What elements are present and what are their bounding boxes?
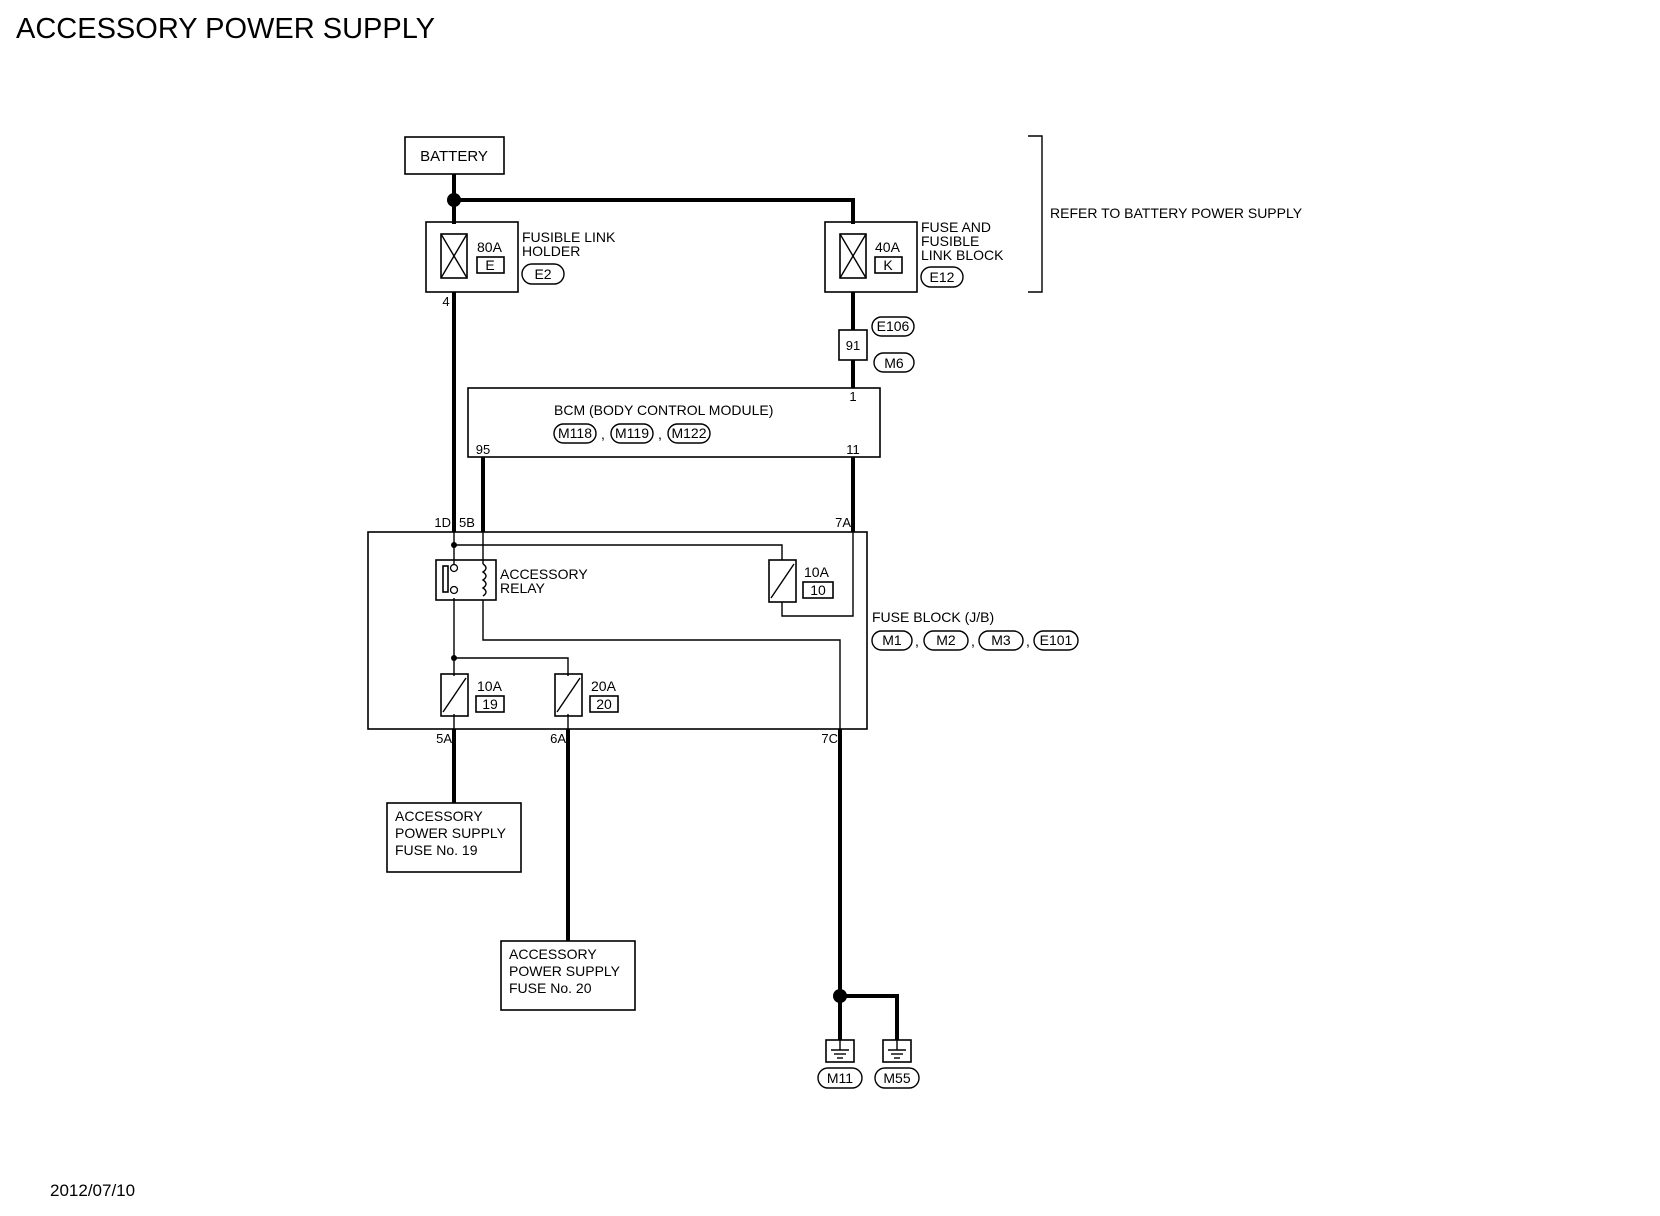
battery-label: BATTERY [420, 148, 488, 165]
fuse-block-label-3: LINK BLOCK [921, 247, 1004, 263]
fuse-20-number: 20 [596, 696, 612, 712]
fuse-19-number: 19 [482, 696, 498, 712]
fuse-block-splice-top [451, 542, 457, 548]
fuse-10-rating: 10A [804, 564, 830, 580]
relay-label-2: RELAY [500, 580, 546, 596]
connector-e2: E2 [534, 266, 551, 282]
fuse-10-number: 10 [810, 582, 826, 598]
connector-m119: M119 [615, 425, 649, 441]
connector-m122: M122 [671, 425, 706, 441]
output-fuse-20-line-1: ACCESSORY [509, 946, 597, 962]
fuse-10: 10A 10 [768, 559, 834, 603]
connector-m6: M6 [884, 355, 904, 371]
output-fuse-19: ACCESSORY POWER SUPPLY FUSE No. 19 [386, 802, 522, 873]
pin-5a: 5A [436, 731, 452, 746]
bcm-sep-1: , [601, 426, 605, 442]
pin-91: 91 [846, 338, 860, 353]
ground-splice [833, 989, 847, 1003]
pin-7c: 7C [821, 731, 838, 746]
fuse-19-rating: 10A [477, 678, 503, 694]
bcm-pin-1: 1 [849, 389, 856, 404]
ground-m55: M55 [874, 1039, 920, 1089]
fuse-20: 20A 20 [554, 673, 619, 717]
output-fuse-19-line-2: POWER SUPPLY [395, 825, 507, 841]
intermediate-connector: 91 E106 M6 [838, 316, 915, 373]
connector-m3: M3 [991, 632, 1011, 648]
fusible-link-holder: 80A E FUSIBLE LINK HOLDER E2 4 [425, 221, 616, 309]
refer-bracket: REFER TO BATTERY POWER SUPPLY [1028, 135, 1303, 293]
bcm-sep-2: , [658, 426, 662, 442]
output-fuse-20-line-2: POWER SUPPLY [509, 963, 621, 979]
page-title: ACCESSORY POWER SUPPLY [16, 13, 435, 45]
fuse-40a-code: K [883, 257, 893, 273]
bcm-pin-11: 11 [846, 442, 860, 457]
pin-1d: 1D [434, 515, 451, 530]
pin-7a: 7A [835, 515, 851, 530]
accessory-relay: ACCESSORY RELAY [435, 559, 588, 601]
fusible-link-holder-label-2: HOLDER [522, 243, 580, 259]
fuse-80a-code: E [485, 257, 494, 273]
fuse-block-label-2: FUSIBLE [921, 233, 979, 249]
battery: BATTERY [404, 136, 505, 175]
output-fuse-19-line-3: FUSE No. 19 [395, 842, 478, 858]
ground-m11: M11 [817, 1039, 863, 1089]
output-fuse-20: ACCESSORY POWER SUPPLY FUSE No. 20 [500, 940, 636, 1011]
connector-e106: E106 [877, 318, 910, 334]
date-stamp: 2012/07/10 [50, 1181, 135, 1200]
jb-sep-1: , [915, 633, 919, 649]
output-fuse-19-line-1: ACCESSORY [395, 808, 483, 824]
output-fuse-20-line-3: FUSE No. 20 [509, 980, 592, 996]
ground-m11-label: M11 [827, 1070, 853, 1086]
fuse-20-rating: 20A [591, 678, 617, 694]
connector-e101: E101 [1040, 632, 1073, 648]
connector-m1: M1 [882, 632, 902, 648]
connector-m118: M118 [558, 425, 592, 441]
bcm-label: BCM (BODY CONTROL MODULE) [554, 402, 773, 418]
fuse-block-internal-wiring [453, 532, 854, 729]
fuse-block-jb: 1D 5B 7A 5A 6A 7C ACCESSORY RELAY 10A 10 [367, 515, 868, 746]
fuse-block-label: FUSE BLOCK (J/B) [872, 609, 994, 625]
relay-label-1: ACCESSORY [500, 566, 588, 582]
pin-6a: 6A [550, 731, 566, 746]
fuse-block-splice-bottom [451, 655, 457, 661]
fuse-19: 10A 19 [440, 673, 505, 717]
connector-e12: E12 [930, 269, 955, 285]
bcm: 1 BCM (BODY CONTROL MODULE) M118 , M119 … [467, 387, 881, 458]
wires [452, 174, 899, 1040]
fuse-block-label-1: FUSE AND [921, 219, 991, 235]
fusible-link-holder-label-1: FUSIBLE LINK [522, 229, 616, 245]
ground-m55-label: M55 [883, 1070, 910, 1086]
connector-m2: M2 [936, 632, 956, 648]
fuse-80a-rating: 80A [477, 239, 503, 255]
jb-sep-3: , [1026, 633, 1030, 649]
bcm-pin-95: 95 [476, 442, 490, 457]
fuse-40a-rating: 40A [875, 239, 901, 255]
fuse-and-fusible-link-block: 40A K FUSE AND FUSIBLE LINK BLOCK E12 [824, 219, 1004, 293]
refer-note: REFER TO BATTERY POWER SUPPLY [1050, 205, 1303, 221]
pin-4: 4 [442, 294, 449, 309]
pin-5b: 5B [459, 515, 475, 530]
battery-splice [447, 193, 461, 207]
fuse-block-label-group: FUSE BLOCK (J/B) M1 , M2 , M3 , E101 [871, 609, 1079, 651]
jb-sep-2: , [971, 633, 975, 649]
